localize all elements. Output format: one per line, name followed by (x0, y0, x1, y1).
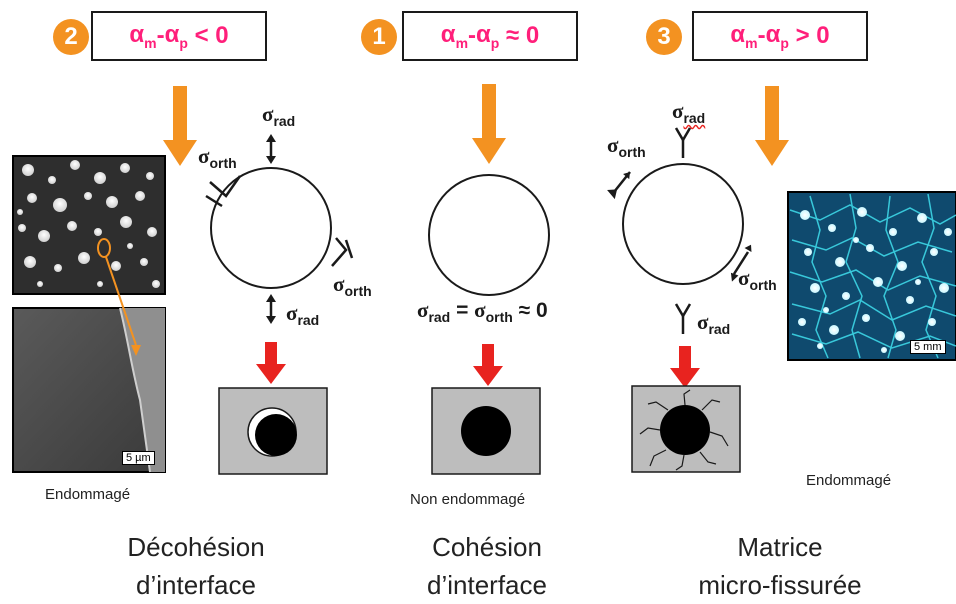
particle-circle-middle (428, 174, 550, 296)
sigma-rad-label-right-bottom: σrad (697, 310, 731, 338)
caption-microcracked: Matrice micro-fissurée (660, 528, 900, 604)
orthoradial-stress-arrow-right-bottom (730, 244, 752, 282)
sigma-rad-label-right-top: σrad (672, 99, 706, 127)
sigma-rad-label-left-top: σrad (262, 102, 296, 130)
orthoradial-stress-arrow-right-top (607, 171, 631, 200)
minus: - (156, 22, 165, 49)
caption-line-1: Cohésion (432, 532, 542, 562)
red-arrow-left (256, 342, 286, 384)
orange-arrow-left (163, 86, 197, 166)
particle-circle-left (210, 167, 332, 289)
relation: > 0 (788, 22, 830, 49)
step-badge-1: 1 (361, 19, 397, 55)
schematic-cohesion (431, 387, 541, 475)
alpha-m: αm (129, 21, 157, 51)
alpha-m: αm (730, 21, 758, 51)
sigma-orth-label-right-bottom: σorth (738, 266, 777, 294)
orthoradial-stress-symbol-left-bottom (331, 237, 354, 267)
radial-stress-arrow-bottom-left (266, 294, 276, 324)
radial-stress-symbol-right-bottom (674, 303, 692, 334)
caption-decohesion: Décohésion d’interface (76, 528, 316, 604)
sigma-orth-label-left: σorth (198, 144, 237, 172)
optical-microcracked-micrograph (787, 191, 956, 361)
step-badge-2: 2 (53, 19, 89, 55)
caption-line-1: Décohésion (127, 532, 265, 562)
relation: < 0 (187, 22, 229, 49)
caption-line-1: Matrice (737, 532, 823, 562)
orange-arrow-right (755, 86, 789, 166)
radial-stress-arrow-top-left (266, 134, 276, 164)
step-badge-3: 3 (646, 19, 682, 55)
sigma-orth-label-right-top: σorth (607, 133, 646, 161)
alpha-p: αp (476, 21, 500, 51)
caption-line-2: d’interface (136, 570, 256, 600)
sem-particles-micrograph (12, 155, 166, 295)
red-arrow-middle (473, 344, 503, 386)
formula-box-middle: αm-αp ≈ 0 (402, 11, 578, 61)
alpha-p: αp (765, 21, 789, 51)
orthoradial-stress-symbol-left-top (205, 175, 242, 208)
alpha-p: αp (164, 21, 188, 51)
radial-stress-symbol-right-top (674, 127, 692, 158)
orange-arrow-middle (472, 84, 506, 164)
particle-circle-right (622, 163, 744, 285)
scale-bar-optical: 5 mm (910, 340, 946, 354)
sigma-rad-label-left-bottom: σrad (286, 301, 320, 329)
caption-line-2: d’interface (427, 570, 547, 600)
minus: - (468, 22, 477, 49)
state-label-middle: Non endommagé (410, 491, 526, 508)
caption-cohesion: Cohésion d’interface (367, 528, 607, 604)
sem-interface-micrograph (12, 256, 166, 473)
state-label-right: Endommagé (806, 472, 892, 489)
minus: - (757, 22, 766, 49)
formula-box-right: αm-αp > 0 (692, 11, 868, 61)
red-arrow-right (670, 346, 700, 388)
formula-box-left: αm-αp < 0 (91, 11, 267, 61)
schematic-decohesion (218, 387, 328, 475)
state-label-left: Endommagé (45, 486, 131, 503)
sigma-orth-label-left-bottom: σorth (333, 272, 372, 300)
relation: ≈ 0 (499, 22, 540, 49)
stress-equality: σrad = σorth ≈ 0 (417, 298, 548, 326)
caption-line-2: micro-fissurée (698, 570, 862, 600)
scale-bar-sem: 5 µm (122, 451, 155, 465)
alpha-m: αm (440, 21, 469, 51)
schematic-microcracked (631, 385, 741, 473)
